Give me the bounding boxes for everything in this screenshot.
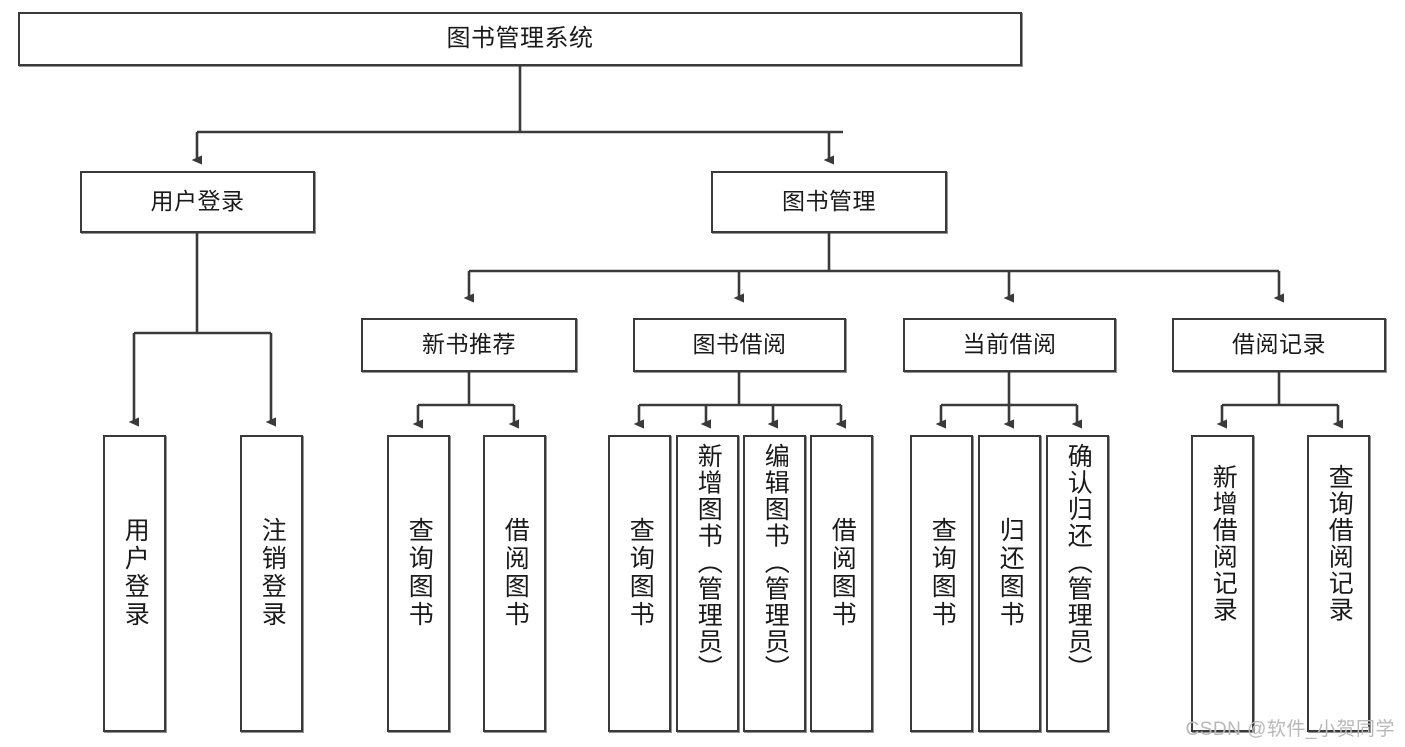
- leaf-book-borrow-edit-label: 编辑图书（管理员）: [761, 443, 790, 682]
- leaf-user-login-login-label: 用户登录: [121, 517, 150, 629]
- node-user-login-label: 用户登录: [150, 188, 245, 215]
- node-borrow-record-label: 借阅记录: [1232, 331, 1326, 358]
- leaf-borrow-record-query[interactable]: 查询借阅记录: [1307, 435, 1370, 732]
- node-book-management[interactable]: 图书管理: [711, 171, 947, 233]
- leaf-current-borrow-confirm-label: 确认归还（管理员）: [1064, 443, 1093, 682]
- leaf-borrow-record-query-label: 查询借阅记录: [1325, 464, 1354, 623]
- node-current-borrow[interactable]: 当前借阅: [903, 318, 1116, 372]
- leaf-book-borrow-add[interactable]: 新增图书（管理员）: [676, 435, 739, 732]
- leaf-user-login-logout-label: 注销登录: [258, 517, 287, 629]
- leaf-user-login-login[interactable]: 用户登录: [103, 435, 166, 732]
- node-new-book-recommend-label: 新书推荐: [422, 331, 516, 358]
- leaf-book-borrow-borrow[interactable]: 借阅图书: [810, 435, 873, 732]
- node-user-login[interactable]: 用户登录: [80, 171, 315, 233]
- node-new-book-recommend[interactable]: 新书推荐: [361, 318, 577, 372]
- leaf-current-borrow-return[interactable]: 归还图书: [978, 435, 1041, 732]
- leaf-current-borrow-query[interactable]: 查询图书: [910, 435, 973, 732]
- node-book-borrow[interactable]: 图书借阅: [633, 318, 846, 372]
- leaf-current-borrow-confirm[interactable]: 确认归还（管理员）: [1046, 435, 1109, 732]
- leaf-new-book-query[interactable]: 查询图书: [387, 435, 450, 732]
- leaf-borrow-record-add[interactable]: 新增借阅记录: [1191, 435, 1254, 732]
- node-borrow-record[interactable]: 借阅记录: [1172, 318, 1386, 372]
- leaf-user-login-logout[interactable]: 注销登录: [240, 435, 303, 732]
- leaf-borrow-record-add-label: 新增借阅记录: [1209, 464, 1238, 623]
- leaf-book-borrow-query-label: 查询图书: [626, 517, 655, 629]
- leaf-book-borrow-query[interactable]: 查询图书: [608, 435, 671, 732]
- leaf-book-borrow-edit[interactable]: 编辑图书（管理员）: [743, 435, 806, 732]
- node-root-label: 图书管理系统: [446, 24, 594, 52]
- node-book-management-label: 图书管理: [782, 188, 876, 215]
- watermark: CSDN @软件_小贺同学: [1185, 719, 1395, 740]
- leaf-new-book-query-label: 查询图书: [405, 517, 434, 629]
- leaf-new-book-borrow-label: 借阅图书: [501, 517, 530, 629]
- leaf-book-borrow-add-label: 新增图书（管理员）: [694, 443, 723, 682]
- node-root[interactable]: 图书管理系统: [18, 12, 1022, 66]
- leaf-new-book-borrow[interactable]: 借阅图书: [483, 435, 546, 732]
- leaf-current-borrow-query-label: 查询图书: [928, 517, 957, 629]
- node-book-borrow-label: 图书借阅: [692, 331, 787, 358]
- leaf-current-borrow-return-label: 归还图书: [996, 517, 1025, 629]
- leaf-book-borrow-borrow-label: 借阅图书: [828, 517, 857, 629]
- node-current-borrow-label: 当前借阅: [962, 331, 1057, 358]
